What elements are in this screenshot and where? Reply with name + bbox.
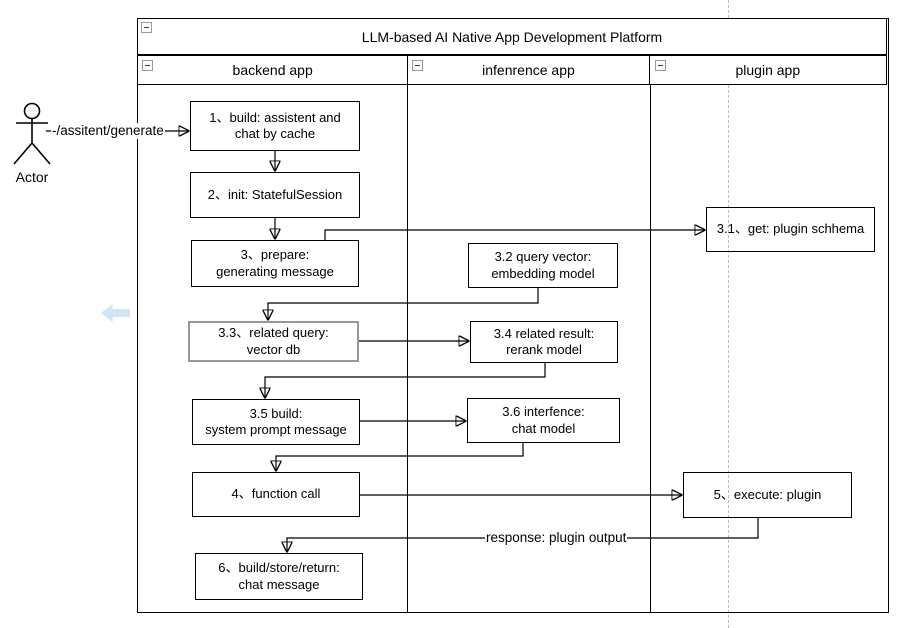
node-text: 5、execute: plugin — [713, 486, 822, 502]
node-text: 3.4 related result: — [493, 325, 595, 341]
node-execute-plugin[interactable]: 5、execute: plugin — [683, 472, 852, 518]
node-build-store-return-chat-message[interactable]: 6、build/store/return: chat message — [195, 553, 363, 600]
lane-divider — [407, 55, 408, 612]
lane-label: backend app — [232, 62, 313, 78]
node-init-stateful-session[interactable]: 2、init: StatefulSession — [190, 172, 360, 218]
node-text: vector db — [246, 341, 301, 357]
actor-leg-left — [13, 142, 33, 165]
pool-title-bar[interactable]: LLM-based AI Native App Development Plat… — [137, 18, 887, 55]
actor-leg-right — [31, 142, 51, 165]
node-text: system prompt message — [205, 422, 347, 437]
collapse-icon[interactable] — [412, 60, 423, 71]
node-function-call[interactable]: 4、function call — [192, 472, 360, 517]
node-text: 3.2 query vector: — [494, 249, 592, 264]
actor-label: Actor — [15, 169, 49, 185]
node-text: embedding model — [491, 265, 595, 281]
node-text: 3.5 build: — [249, 405, 303, 421]
lane-label: infenrence app — [482, 62, 575, 78]
node-text: 3.3、related query: — [218, 325, 329, 340]
node-inference-chat-model[interactable]: 3.6 interfence: chat model — [467, 398, 620, 443]
node-related-result-rerank-model[interactable]: 3.4 related result: rerank model — [470, 321, 618, 363]
lane-divider — [650, 55, 651, 612]
lane-header-infenrence-app[interactable]: infenrence app — [407, 56, 648, 84]
node-query-vector-embedding-model[interactable]: 3.2 query vector: embedding model — [468, 243, 618, 288]
node-build-system-prompt-message[interactable]: 3.5 build: system prompt message — [192, 399, 360, 445]
node-related-query-vector-db[interactable]: 3.3、related query: vector db — [188, 321, 359, 362]
node-prepare-generating-message[interactable]: 3、prepare: generating message — [191, 240, 359, 287]
lane-header-row: backend app infenrence app plugin app — [137, 55, 887, 85]
collapse-icon[interactable] — [142, 60, 153, 71]
page-break-line — [728, 0, 729, 628]
actor-head — [23, 102, 41, 120]
edge-label-response: response: plugin output — [485, 530, 628, 546]
collapse-icon[interactable] — [141, 22, 152, 33]
node-text: 3.6 interfence: — [502, 404, 585, 419]
node-text: 3、prepare: — [240, 247, 310, 262]
lane-label: plugin app — [735, 62, 801, 78]
lane-header-plugin-app[interactable]: plugin app — [648, 56, 886, 84]
node-text: chat message — [238, 576, 320, 592]
actor-figure[interactable] — [8, 96, 64, 168]
pool-title: LLM-based AI Native App Development Plat… — [361, 28, 663, 45]
node-text: generating message — [216, 263, 334, 279]
node-text: rerank model — [506, 342, 582, 357]
collapse-icon[interactable] — [655, 60, 666, 71]
edge-label-request: -/assitent/generate — [51, 123, 165, 139]
node-text: 6、build/store/return: — [218, 560, 340, 575]
node-text: 1、build: assistent and — [209, 109, 341, 125]
node-text: 3.1、get: plugin schhema — [716, 221, 865, 237]
lane-header-backend-app[interactable]: backend app — [138, 56, 407, 84]
node-text: 2、init: StatefulSession — [207, 186, 343, 202]
node-text: 4、function call — [231, 486, 321, 502]
node-build-assistant-and-chat-by-cache[interactable]: 1、build: assistent and chat by cache — [190, 101, 360, 151]
page-scroll-left-icon[interactable] — [101, 304, 130, 322]
node-text: chat model — [511, 420, 576, 436]
node-get-plugin-schema[interactable]: 3.1、get: plugin schhema — [706, 207, 875, 252]
node-text: chat by cache — [234, 126, 316, 141]
